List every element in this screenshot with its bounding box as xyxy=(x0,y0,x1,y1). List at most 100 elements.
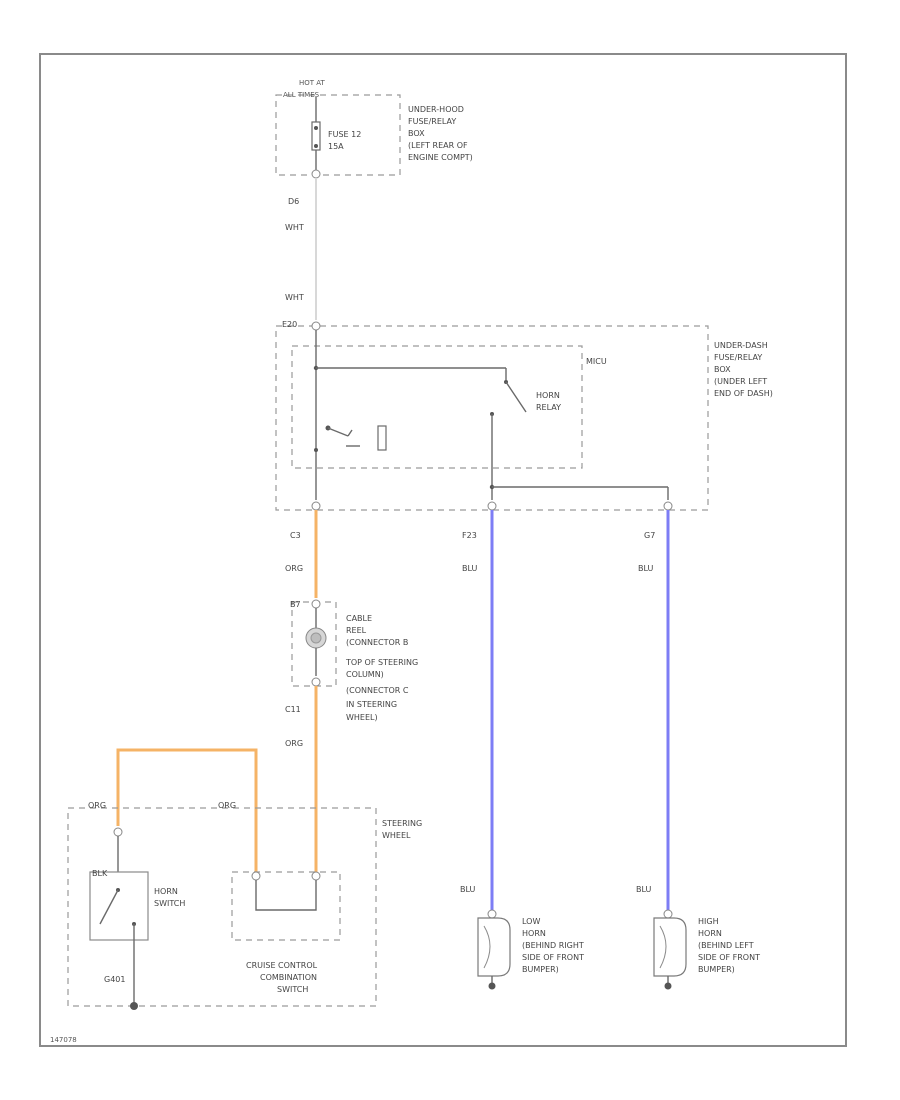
high-horn-label-4: SIDE OF FRONT xyxy=(698,953,760,962)
underhood-box-outline xyxy=(275,94,401,176)
high-horn-bell-line xyxy=(659,925,667,969)
underhood-box-label-5: ENGINE COMPT) xyxy=(408,153,473,162)
cable-reel-label-7: IN STEERING xyxy=(346,700,397,709)
blu-label-left-bottom: BLU xyxy=(460,885,476,894)
fuse-terminal-bottom xyxy=(314,144,318,148)
low-horn-icon xyxy=(477,917,511,977)
horn-relay-label-2: RELAY xyxy=(536,403,561,412)
underhood-box-label-1: UNDER-HOOD xyxy=(408,105,464,114)
cruise-switch-outline xyxy=(231,871,341,941)
cable-reel-label-8: WHEEL) xyxy=(346,713,378,722)
ground-g401-icon xyxy=(130,1002,138,1010)
connector-e20-pin xyxy=(311,321,321,331)
underdash-box-label-3: BOX xyxy=(714,365,731,374)
low-horn: BLU LOW HORN (BEHIND RIGHT SIDE OF FRONT… xyxy=(460,885,584,990)
fuse-label-2: 15A xyxy=(328,142,344,151)
underdash-box-label-4: (UNDER LEFT xyxy=(714,377,767,386)
low-horn-label-5: BUMPER) xyxy=(522,965,559,974)
blu-label-right-top: BLU xyxy=(638,564,654,573)
org-label-mid: ORG xyxy=(218,801,236,810)
horn-switch-box xyxy=(89,871,149,941)
connector-f23-label: F23 xyxy=(462,531,477,540)
cruise-switch-pin-right xyxy=(311,871,321,881)
cable-reel-label-5: COLUMN) xyxy=(346,670,384,679)
wht-label-upper: WHT xyxy=(285,223,304,232)
cable-reel-label-1: CABLE xyxy=(346,614,372,623)
cruise-switch-jumper xyxy=(255,880,317,911)
connector-c3-label: C3 xyxy=(290,531,301,540)
connector-c11-label: C11 xyxy=(285,705,301,714)
figure-id: 147078 xyxy=(50,1036,77,1044)
blu-label-left-top: BLU xyxy=(462,564,478,573)
connector-b7-pin xyxy=(311,599,321,609)
connector-e20-label: E20 xyxy=(282,320,297,329)
blk-label: BLK xyxy=(92,869,108,878)
g401-label: G401 xyxy=(104,975,125,984)
high-horn: BLU HIGH HORN (BEHIND LEFT SIDE OF FRONT… xyxy=(636,885,760,990)
wht-label-lower: WHT xyxy=(285,293,304,302)
coil-arrow xyxy=(347,429,353,437)
cruise-switch-pin-left xyxy=(251,871,261,881)
underdash-box-label-2: FUSE/RELAY xyxy=(714,353,762,362)
connector-d6-label: D6 xyxy=(288,197,299,206)
all-times-label: ALL TIMES xyxy=(283,91,320,99)
low-horn-ground-icon xyxy=(488,982,496,990)
horn-switch-label-2: SWITCH xyxy=(154,899,185,908)
underdash-box-label-5: END OF DASH) xyxy=(714,389,773,398)
coil-lead xyxy=(327,427,349,437)
horn-switch-label-1: HORN xyxy=(154,887,178,896)
cable-reel-hub xyxy=(310,632,322,644)
connector-f23-pin xyxy=(487,501,497,511)
org-label-left: ORG xyxy=(88,801,106,810)
fuse-label-1: FUSE 12 xyxy=(328,130,361,139)
steering-wheel-label-2: WHEEL xyxy=(382,831,411,840)
underdash-box-label-1: UNDER-DASH xyxy=(714,341,768,350)
cable-reel: B7 CABLE REEL (CONNECTOR B TOP OF STEERI… xyxy=(290,599,418,722)
connector-c11-pin xyxy=(311,677,321,687)
cable-reel-label-6: (CONNECTOR C xyxy=(346,686,409,695)
cable-reel-label-3: (CONNECTOR B xyxy=(346,638,408,647)
relay-contact-arm xyxy=(505,381,527,413)
high-horn-label-3: (BEHIND LEFT xyxy=(698,941,754,950)
cruise-switch-label-1: CRUISE CONTROL xyxy=(246,961,318,970)
underdash-fuse-box: E20 UNDER-DASH FUSE/RELAY BOX (UNDER LEF… xyxy=(275,320,773,511)
connector-b7-label: B7 xyxy=(290,600,301,609)
cruise-switch-label-3: SWITCH xyxy=(277,985,308,994)
low-horn-label-3: (BEHIND RIGHT xyxy=(522,941,584,950)
cable-reel-label-4: TOP OF STEERING xyxy=(345,658,418,667)
cable-reel-label-2: REEL xyxy=(346,626,367,635)
steering-wheel-label-1: STEERING xyxy=(382,819,422,828)
relay-coil xyxy=(377,425,387,451)
connector-c3-pin xyxy=(311,501,321,511)
diagram-frame xyxy=(39,53,847,1047)
steering-wheel: STEERING WHEEL ORG ORG BLK HORN SWITCH G… xyxy=(67,801,422,1010)
connector-g7-pin xyxy=(663,501,673,511)
horn-switch-connector-pin xyxy=(113,827,123,837)
low-horn-label-2: HORN xyxy=(522,929,546,938)
high-horn-label-5: BUMPER) xyxy=(698,965,735,974)
underhood-fuse-box: HOT AT ALL TIMES UNDER-HOOD FUSE/RELAY B… xyxy=(275,79,473,179)
org-wire-loop xyxy=(116,748,258,872)
low-horn-pin xyxy=(487,909,497,919)
blu-label-right-bottom: BLU xyxy=(636,885,652,894)
connector-g7-label: G7 xyxy=(644,531,655,540)
micu-box-outline xyxy=(291,345,583,469)
high-horn-icon xyxy=(653,917,687,977)
connector-d6-pin xyxy=(311,169,321,179)
org-label-lower: ORG xyxy=(285,739,303,748)
underhood-box-label-3: BOX xyxy=(408,129,425,138)
relay-output-dot xyxy=(314,448,318,452)
high-horn-label-2: HORN xyxy=(698,929,722,938)
hot-at-label: HOT AT xyxy=(299,79,326,87)
high-horn-label-1: HIGH xyxy=(698,917,719,926)
high-horn-pin xyxy=(663,909,673,919)
org-label-upper: ORG xyxy=(285,564,303,573)
low-horn-label-1: LOW xyxy=(522,917,540,926)
low-horn-bell-line xyxy=(483,925,491,969)
cruise-switch-label-2: COMBINATION xyxy=(260,973,317,982)
underhood-box-label-2: FUSE/RELAY xyxy=(408,117,456,126)
high-horn-ground-icon xyxy=(664,982,672,990)
horn-switch-arm xyxy=(99,889,119,925)
low-horn-label-4: SIDE OF FRONT xyxy=(522,953,584,962)
